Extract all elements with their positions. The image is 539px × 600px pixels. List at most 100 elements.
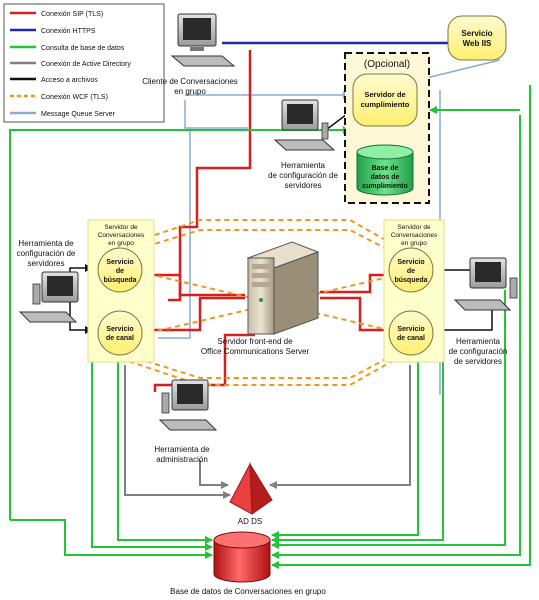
client-computer: Cliente de Conversaciones en grupo bbox=[142, 13, 238, 96]
compliance-server-label-line1: Servidor de bbox=[364, 90, 405, 99]
legend-label-https: Conexión HTTPS bbox=[41, 28, 96, 35]
connector-sip-client bbox=[168, 50, 252, 302]
config-tool-right-label-line2: de configuración bbox=[449, 347, 508, 356]
computer-icon bbox=[18, 271, 79, 323]
compliance-server-label-line2: cumplimiento bbox=[361, 100, 410, 109]
connector-mq-2 bbox=[158, 128, 191, 339]
compliance-db-label-line2: datos de bbox=[371, 174, 400, 181]
gc-server-left-label-line2: Conversaciones bbox=[98, 232, 145, 239]
connector-mq-5 bbox=[417, 59, 501, 83]
connector-mq-1 bbox=[184, 100, 248, 129]
iis-node-shape bbox=[447, 15, 507, 61]
gc-server-right-label-line3: en grupo bbox=[401, 240, 427, 247]
gc-db-label: Base de datos de Conversaciones en grupo bbox=[170, 587, 326, 596]
channel-service-left-shape bbox=[97, 310, 143, 356]
connector-ad-group bbox=[124, 365, 411, 499]
config-tool-top: Herramienta de configuración de servidor… bbox=[268, 99, 338, 190]
computer-icon bbox=[453, 257, 518, 311]
gc-server-left-label-line3: en grupo bbox=[108, 240, 134, 247]
optional-compliance-area: (Opcional) Servidor de cumplimiento Base… bbox=[344, 52, 430, 204]
connector-db-7 bbox=[271, 290, 506, 549]
channel-left-label-line2: de canal bbox=[106, 335, 134, 342]
config-tool-top-label-line1: Herramienta bbox=[281, 161, 326, 170]
lookup-left-label-line1: Servicio bbox=[106, 259, 133, 266]
connector-file-3 bbox=[69, 300, 93, 334]
legend-label-sip: Conexión SIP (TLS) bbox=[41, 11, 103, 18]
legend-item-mq: Message Queue Server bbox=[10, 111, 116, 118]
legend-label-file-access: Acceso a archivos bbox=[41, 77, 98, 84]
channel-service-right-shape bbox=[388, 310, 434, 356]
connector-db-4 bbox=[117, 345, 213, 544]
frontend-label-line2: Office Communications Server bbox=[201, 347, 310, 356]
gc-server-left-label-line1: Servidor de bbox=[104, 224, 138, 231]
gc-database: Base de datos de Conversaciones en grupo bbox=[170, 531, 326, 596]
iis-label-line2: Web IIS bbox=[463, 39, 492, 48]
lookup-left-label-line3: búsqueda bbox=[103, 277, 136, 284]
gc-server-right-label-line1: Servidor de bbox=[397, 224, 431, 231]
legend-item-active-directory: Conexión de Active Directory bbox=[10, 61, 131, 68]
compliance-db-label-line1: Base de bbox=[372, 165, 399, 172]
channel-right-label-line2: de canal bbox=[397, 335, 425, 342]
legend-item-wcf: Conexión WCF (TLS) bbox=[10, 94, 108, 101]
lookup-left-label-line2: de bbox=[116, 268, 124, 275]
connector-db-9 bbox=[271, 340, 419, 539]
connector-db-3 bbox=[91, 325, 213, 551]
lookup-service-left-shape bbox=[97, 247, 143, 293]
connector-ad-1 bbox=[124, 365, 231, 499]
channel-service-right: Servicio de canal bbox=[388, 310, 434, 356]
connector-ad-2 bbox=[269, 365, 411, 489]
computer-icon bbox=[158, 379, 218, 431]
legend-label-active-directory: Conexión de Active Directory bbox=[41, 61, 131, 68]
config-tool-left: Herramienta de configuración de servidor… bbox=[17, 239, 79, 323]
admin-label-line1: Herramienta de bbox=[154, 445, 210, 454]
client-label-line2: en grupo bbox=[174, 87, 206, 96]
legend: Conexión SIP (TLS) Conexión HTTPS Consul… bbox=[3, 3, 165, 123]
config-tool-left-label-line2: configuración de bbox=[17, 249, 76, 258]
computer-icon bbox=[170, 13, 236, 67]
compliance-db-label-line3: cumplimiento bbox=[362, 183, 408, 190]
compliance-server-shape bbox=[352, 73, 418, 127]
lookup-right-label-line2: de bbox=[407, 268, 415, 275]
legend-label-wcf: Conexión WCF (TLS) bbox=[41, 94, 108, 101]
gc-server-right-label-line2: Conversaciones bbox=[391, 232, 438, 239]
lookup-right-label-line3: búsqueda bbox=[394, 277, 427, 284]
legend-label-db-query: Consulta de base de datos bbox=[41, 45, 125, 52]
connector-sip-lookup-right bbox=[320, 273, 387, 294]
computer-icon bbox=[273, 99, 336, 151]
compliance-db-top bbox=[356, 144, 414, 160]
client-label-line1: Cliente de Conversaciones bbox=[142, 77, 238, 86]
iis-web-service: Servicio Web IIS bbox=[447, 15, 507, 61]
connector-db-6 bbox=[271, 115, 521, 559]
ad-ds-label: AD DS bbox=[238, 517, 262, 526]
config-tool-left-label-line3: servidores bbox=[28, 259, 65, 268]
channel-right-label-line1: Servicio bbox=[397, 326, 424, 333]
channel-service-left: Servicio de canal bbox=[97, 310, 143, 356]
admin-tool: Herramienta de administración bbox=[154, 379, 218, 464]
config-tool-right-label-line3: de servidores bbox=[454, 357, 502, 366]
connectors bbox=[9, 41, 531, 569]
channel-left-label-line1: Servicio bbox=[106, 326, 133, 333]
pyramid-icon bbox=[229, 462, 273, 515]
compliance-database: Base de datos de cumplimiento bbox=[356, 144, 414, 196]
connector-db-1 bbox=[9, 126, 351, 520]
compliance-server: Servidor de cumplimiento bbox=[352, 73, 418, 127]
frontend-server: Servidor front-end de Office Communicati… bbox=[201, 241, 320, 356]
lookup-service-left: Servicio de búsqueda bbox=[97, 247, 143, 293]
legend-item-file-access: Acceso a archivos bbox=[10, 77, 98, 84]
config-tool-top-label-line3: servidores bbox=[285, 181, 322, 190]
legend-label-mq: Message Queue Server bbox=[41, 111, 116, 118]
connector-sip-channel-right bbox=[320, 296, 393, 332]
gc-server-right: Servidor de Conversaciones en grupo Serv… bbox=[383, 219, 445, 363]
gc-db-body bbox=[213, 540, 271, 583]
gc-server-left: Servidor de Conversaciones en grupo Serv… bbox=[87, 219, 155, 363]
lookup-right-label-line1: Servicio bbox=[397, 259, 424, 266]
connector-db-8 bbox=[271, 340, 444, 544]
legend-item-db-query: Consulta de base de datos bbox=[10, 45, 125, 52]
legend-item-sip: Conexión SIP (TLS) bbox=[10, 11, 103, 18]
optional-label: (Opcional) bbox=[364, 59, 410, 70]
lookup-service-right-shape bbox=[388, 247, 434, 293]
ad-ds: AD DS bbox=[229, 462, 273, 526]
connector-ad-3 bbox=[199, 460, 229, 489]
iis-label-line1: Servicio bbox=[461, 29, 492, 38]
connector-sip-lookup-left bbox=[135, 273, 245, 297]
